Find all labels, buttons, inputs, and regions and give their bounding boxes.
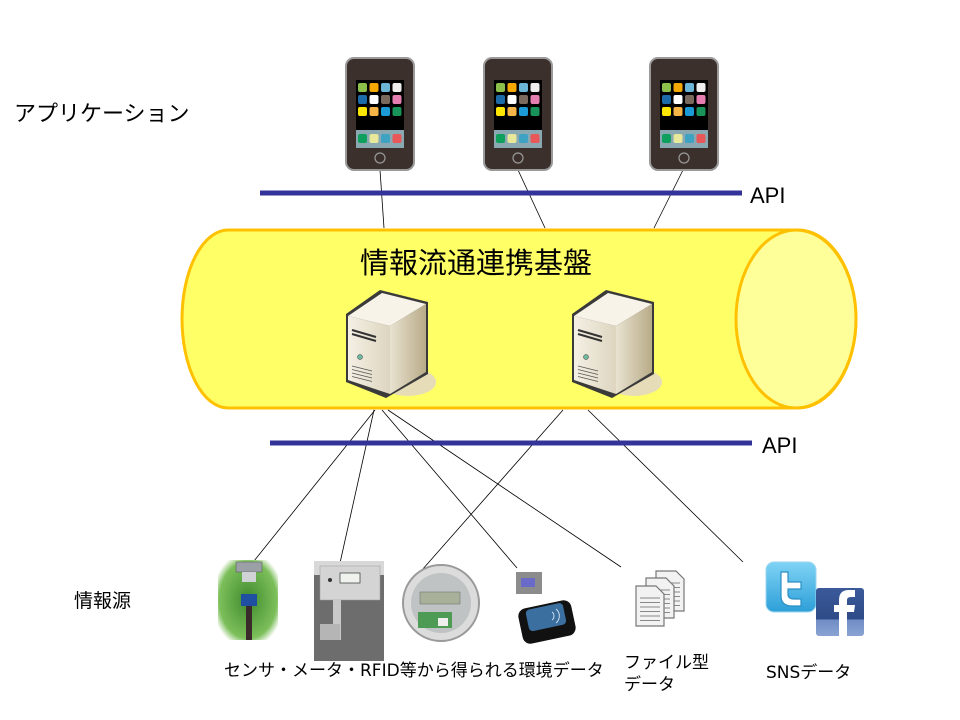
sns-data-label: SNSデータ: [766, 663, 852, 683]
connector-line: [379, 169, 385, 229]
application-label: アプリケーション: [14, 102, 190, 127]
connector-line: [249, 409, 376, 567]
sensor-image: [218, 560, 278, 640]
smartphone-1-icon: [345, 57, 415, 171]
api-label-bottom: API: [762, 433, 798, 458]
connector-line: [339, 409, 375, 564]
platform-title: 情報流通連携基盤: [360, 246, 593, 280]
rfid-reader: [518, 600, 576, 644]
source-connectors: [249, 409, 744, 571]
electric-meter-image: [402, 564, 480, 642]
gas-meter-image: [314, 561, 384, 661]
connector-line: [387, 409, 622, 568]
facebook-icon: [816, 588, 864, 636]
file-data-label-line1: ファイル型: [624, 653, 709, 673]
file-data-label-line2: データ: [624, 675, 675, 695]
rfid-image: [516, 572, 576, 644]
file-data-label: ファイル型 データ: [624, 652, 714, 696]
connector-line: [381, 409, 518, 569]
app-connectors: [379, 169, 684, 229]
smartphone-2-icon: [483, 57, 553, 171]
info-source-label: 情報源: [74, 590, 132, 612]
file-documents-icon: [635, 570, 685, 627]
server-1-icon: [346, 290, 436, 398]
cylinder-end: [734, 228, 858, 410]
document-page: [635, 585, 665, 627]
server-2-icon: [572, 290, 662, 398]
connector-line: [587, 409, 744, 563]
twitter-icon: [765, 561, 817, 613]
connector-line: [421, 409, 564, 571]
api-label-top: API: [750, 183, 786, 208]
connector-line: [517, 169, 546, 229]
connector-line: [653, 169, 684, 229]
smartphone-3-icon: [649, 57, 719, 171]
env-data-label: センサ・メータ・RFID等から得られる環境データ: [224, 661, 604, 681]
